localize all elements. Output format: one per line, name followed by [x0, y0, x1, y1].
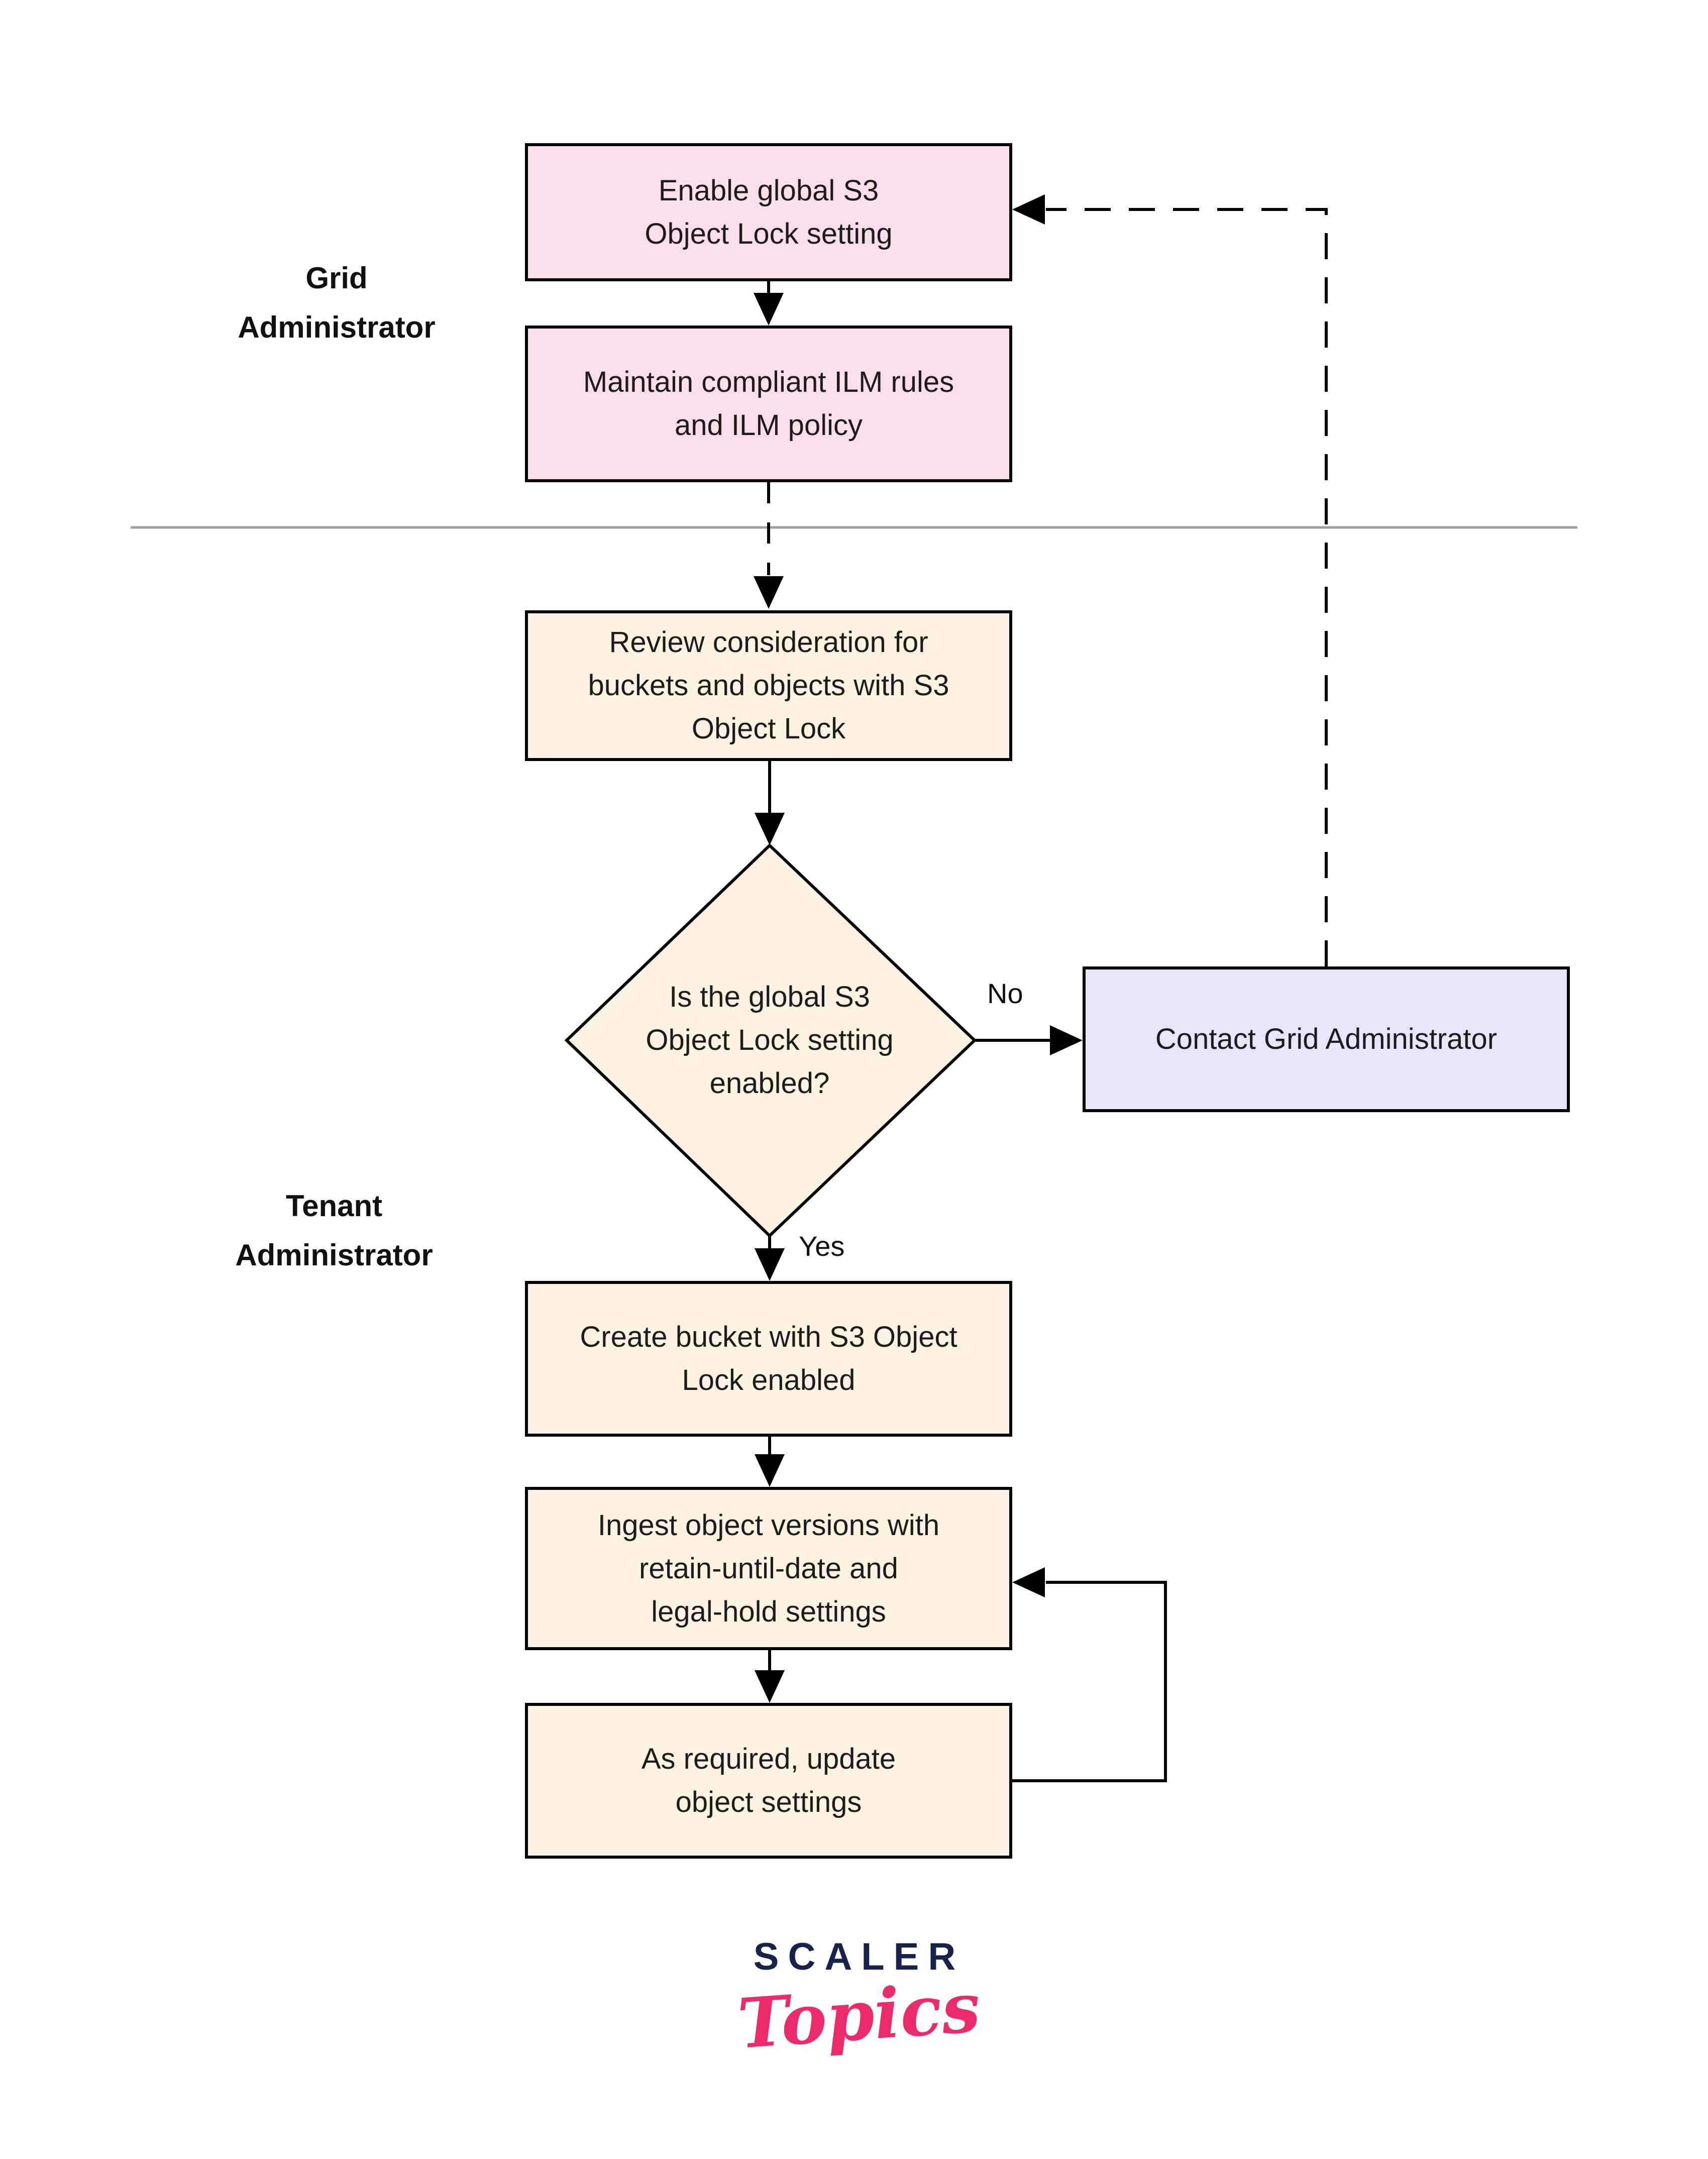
node-review-considerations: Review consideration for buckets and obj… [525, 610, 1012, 761]
arrowhead-yes-to-create [755, 1248, 785, 1281]
lane-label-grid-administrator: Grid Administrator [238, 261, 436, 344]
logo-sub-text: Topics [735, 1967, 983, 2065]
decision-text-global-s3-object-lock-enabled: Is the global S3 Object Lock setting ena… [646, 981, 894, 1100]
arrowhead-maintain-to-review [754, 576, 784, 609]
dashed-return-contact-to-enable [1046, 208, 1328, 966]
arrowhead-no-to-contact [1050, 1025, 1083, 1055]
node-contact-grid-administrator: Contact Grid Administrator [1083, 966, 1570, 1112]
arrowhead-return-to-enable [1012, 194, 1045, 225]
edge-label-no: No [987, 978, 1023, 1009]
arrowhead-loop-update-to-ingest [1012, 1567, 1045, 1597]
scaler-topics-logo: SCALER Topics [723, 1935, 995, 2065]
node-enable-global-s3-object-lock: Enable global S3 Object Lock setting [525, 143, 1012, 281]
edge-label-yes: Yes [799, 1230, 845, 1262]
node-maintain-compliant-ilm-rules: Maintain compliant ILM rules and ILM pol… [525, 326, 1012, 482]
node-ingest-object-versions: Ingest object versions with retain-until… [525, 1487, 1012, 1650]
loop-update-to-ingest [1012, 1581, 1167, 1782]
lane-label-tenant-administrator: Tenant Administrator [235, 1189, 433, 1272]
node-create-bucket-object-lock: Create bucket with S3 Object Lock enable… [525, 1281, 1012, 1437]
arrowhead-review-to-decision [755, 813, 785, 845]
arrowhead-enable-to-maintain [754, 293, 784, 326]
arrowhead-ingest-to-update [755, 1670, 785, 1703]
logo-brand-text: SCALER [753, 1935, 965, 1978]
node-update-object-settings: As required, update object settings [525, 1703, 1012, 1859]
arrowhead-create-to-ingest [755, 1454, 785, 1487]
